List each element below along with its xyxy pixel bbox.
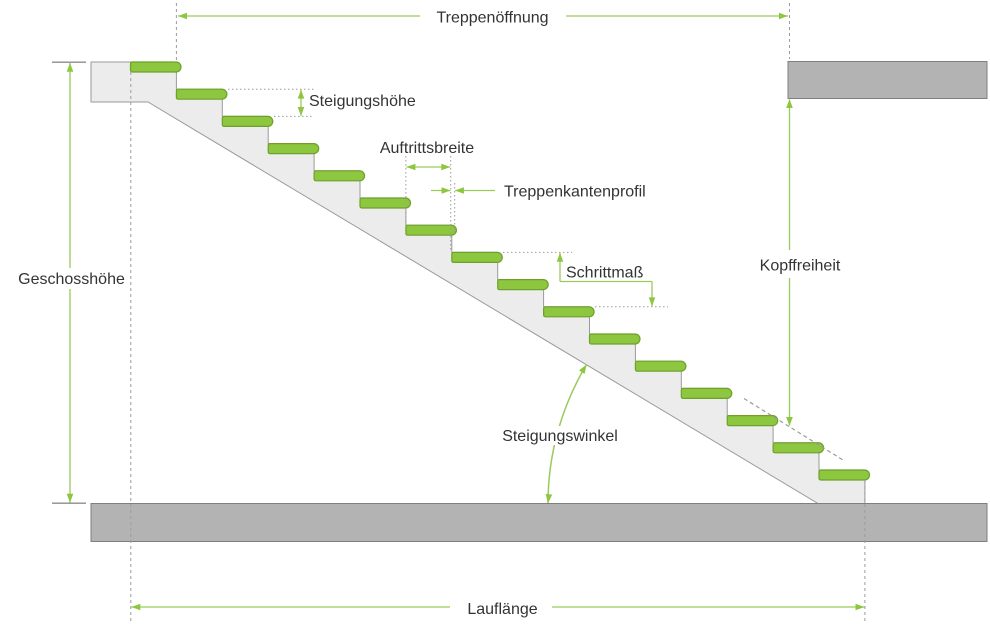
label-lauflaenge: Lauflänge (467, 601, 537, 618)
arrowhead (441, 187, 451, 194)
arrowhead (779, 12, 788, 20)
floor-slab (90, 503, 988, 542)
stair-tread-10 (543, 306, 595, 318)
labels-layer: Treppenöffnung Steigungshöhe Auftrittsbr… (18, 10, 841, 619)
stair-body (90, 61, 866, 504)
stair-tread-3 (221, 115, 274, 127)
stair-tread-11 (588, 333, 641, 345)
arrowhead (454, 187, 464, 194)
stair-tread-9 (497, 279, 549, 291)
pitch-dashed-line (743, 397, 844, 461)
label-auftrittsbreite: Auftrittsbreite (380, 140, 474, 157)
label-backgrounds-layer (497, 426, 623, 445)
arrowhead (545, 493, 553, 504)
stair-tread-14 (726, 415, 779, 427)
dimension-lines-layer (66, 12, 865, 611)
arrowhead (406, 163, 416, 171)
guide-lines-layer (52, 3, 866, 624)
arrowhead (786, 99, 793, 108)
arrowhead (297, 89, 305, 99)
upper-floor-slab (787, 61, 988, 99)
label-geschosshoehe: Geschosshöhe (18, 271, 125, 288)
arrowhead (131, 603, 141, 611)
arrowhead (297, 107, 305, 116)
arrowhead (66, 62, 74, 72)
arrowhead (178, 12, 187, 20)
stair-tread-15 (772, 442, 825, 454)
label-steigungswinkel: Steigungswinkel (502, 428, 618, 445)
label-treppenkantenprofil: Treppenkantenprofil (504, 184, 646, 201)
label-steigungshoehe: Steigungshöhe (309, 93, 416, 110)
arrowhead (786, 417, 793, 426)
arrowhead (648, 297, 656, 307)
stair-tread-12 (634, 360, 687, 372)
label-background-steigungswinkel (497, 426, 623, 445)
stair-tread-1 (129, 61, 182, 73)
arrowhead (556, 252, 564, 262)
arrowhead (855, 603, 865, 611)
stair-tread-7 (405, 224, 458, 236)
arrowhead (579, 364, 587, 374)
structure-layer (90, 61, 988, 542)
stair-tread-13 (680, 387, 733, 399)
label-treppenoeffnung: Treppenöffnung (436, 10, 548, 27)
label-schrittmass: Schrittmaß (566, 265, 644, 282)
arrowhead (441, 163, 451, 171)
stair-tread-4 (267, 143, 320, 155)
arrowhead (66, 493, 74, 503)
stair-tread-16 (818, 469, 871, 481)
stair-tread-6 (359, 197, 412, 209)
stair-tread-8 (451, 251, 503, 263)
label-kopffreiheit: Kopffreiheit (760, 258, 841, 275)
stair-tread-5 (313, 170, 366, 182)
stair-tread-2 (175, 88, 228, 100)
